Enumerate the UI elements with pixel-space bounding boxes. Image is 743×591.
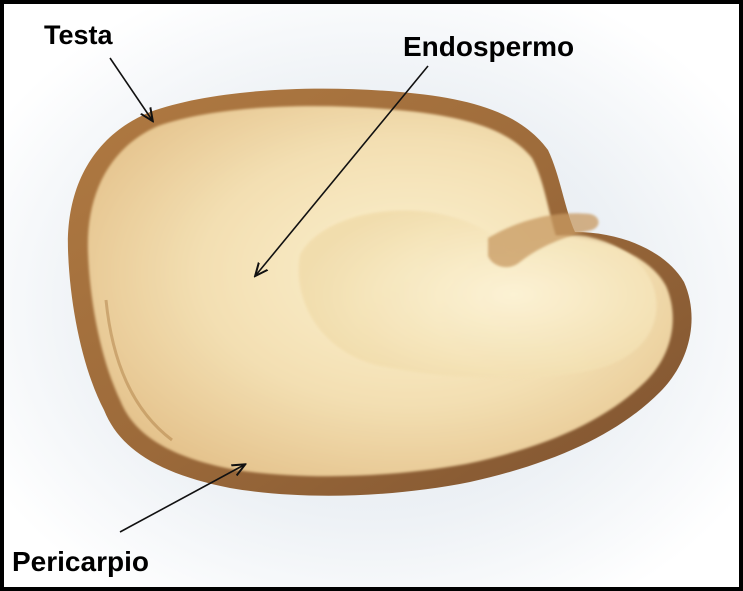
endospermo-label: Endospermo: [403, 33, 574, 61]
testa-label: Testa: [44, 22, 113, 49]
pericarpio-label: Pericarpio: [12, 548, 149, 576]
